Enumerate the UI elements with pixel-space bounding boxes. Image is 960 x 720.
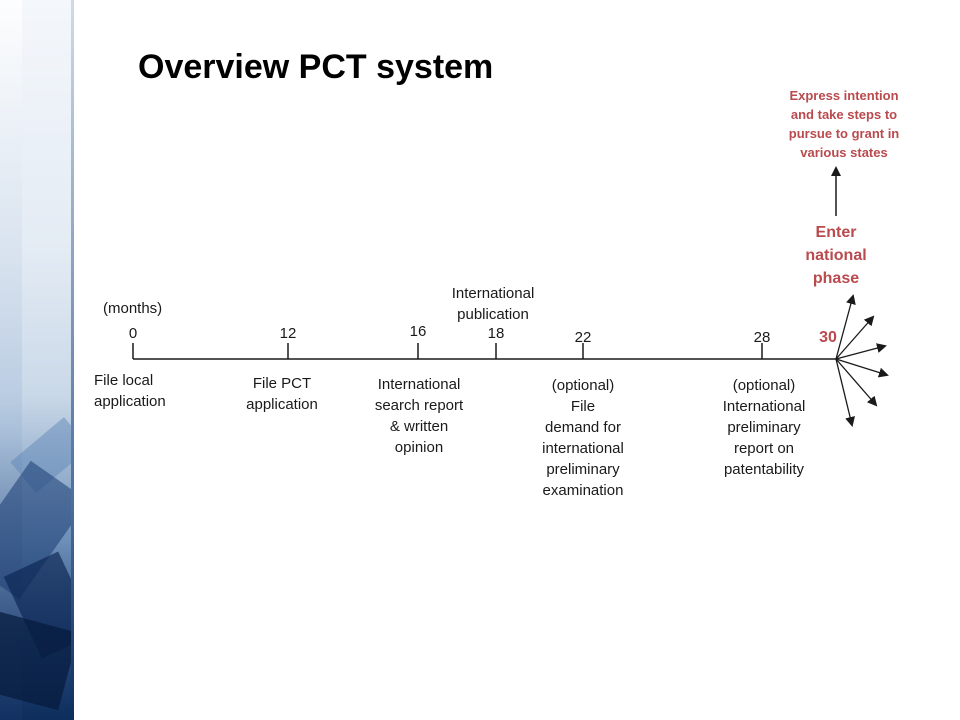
decorative-side-graphic: [0, 0, 74, 720]
fan-arrow-5: [835, 358, 878, 407]
fan-arrow-3: [835, 343, 887, 360]
event-international-publication: International publication: [451, 285, 535, 323]
express-intention-note: Express intention and take steps to purs…: [788, 88, 900, 160]
tick-label-12: 12: [279, 325, 297, 342]
tick-label-28: 28: [753, 329, 771, 346]
tick-label-22: 22: [574, 329, 592, 346]
enter-national-phase-label: Enter national phase: [805, 224, 867, 287]
event-preliminary-report: (optional) International preliminary rep…: [722, 377, 806, 478]
event-file-pct-application: File PCT application: [246, 375, 318, 413]
fan-arrow-2: [835, 315, 875, 360]
tick-label-18: 18: [487, 325, 505, 342]
slide-title: Overview PCT system: [138, 48, 494, 86]
event-file-local-application: File local application: [94, 372, 166, 410]
tick-label-16: 16: [409, 323, 427, 340]
fan-arrow-6: [835, 358, 855, 427]
tick-label-30: 30: [819, 329, 837, 346]
fan-arrow-1: [835, 294, 856, 360]
units-label: (months): [103, 300, 163, 317]
tick-label-0: 0: [128, 325, 138, 342]
event-demand-examination: (optional) File demand for international…: [542, 377, 624, 499]
event-search-report: International search report & written op…: [374, 376, 464, 456]
fan-arrow-4: [835, 358, 889, 378]
